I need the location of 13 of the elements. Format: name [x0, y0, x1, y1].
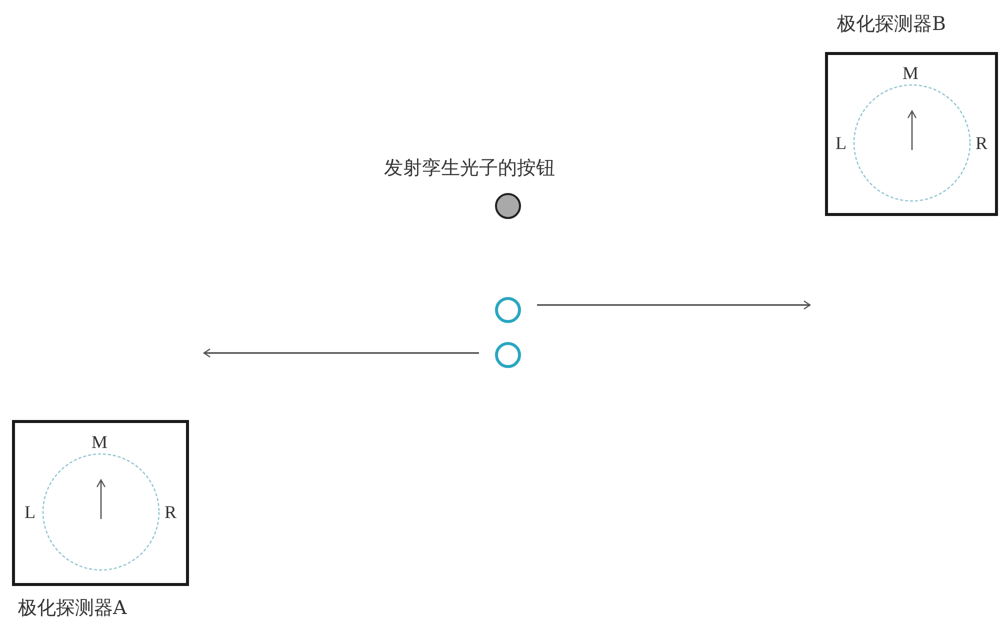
dial-mark: L [836, 133, 846, 153]
button-label: 发射孪生光子的按钮 [384, 156, 555, 180]
dial-mark: M [92, 432, 108, 452]
arrow [203, 348, 479, 358]
dial-mark: L [24, 502, 36, 522]
arrow [537, 300, 811, 310]
photon-circle [495, 342, 521, 368]
dial-mark: M [902, 63, 919, 83]
dial-mark: R [164, 502, 177, 522]
detector-label: 极化探测器B [837, 12, 946, 36]
detector-label: 极化探测器A [18, 596, 127, 620]
photon-circle [495, 297, 521, 323]
dial-mark: R [976, 133, 988, 153]
